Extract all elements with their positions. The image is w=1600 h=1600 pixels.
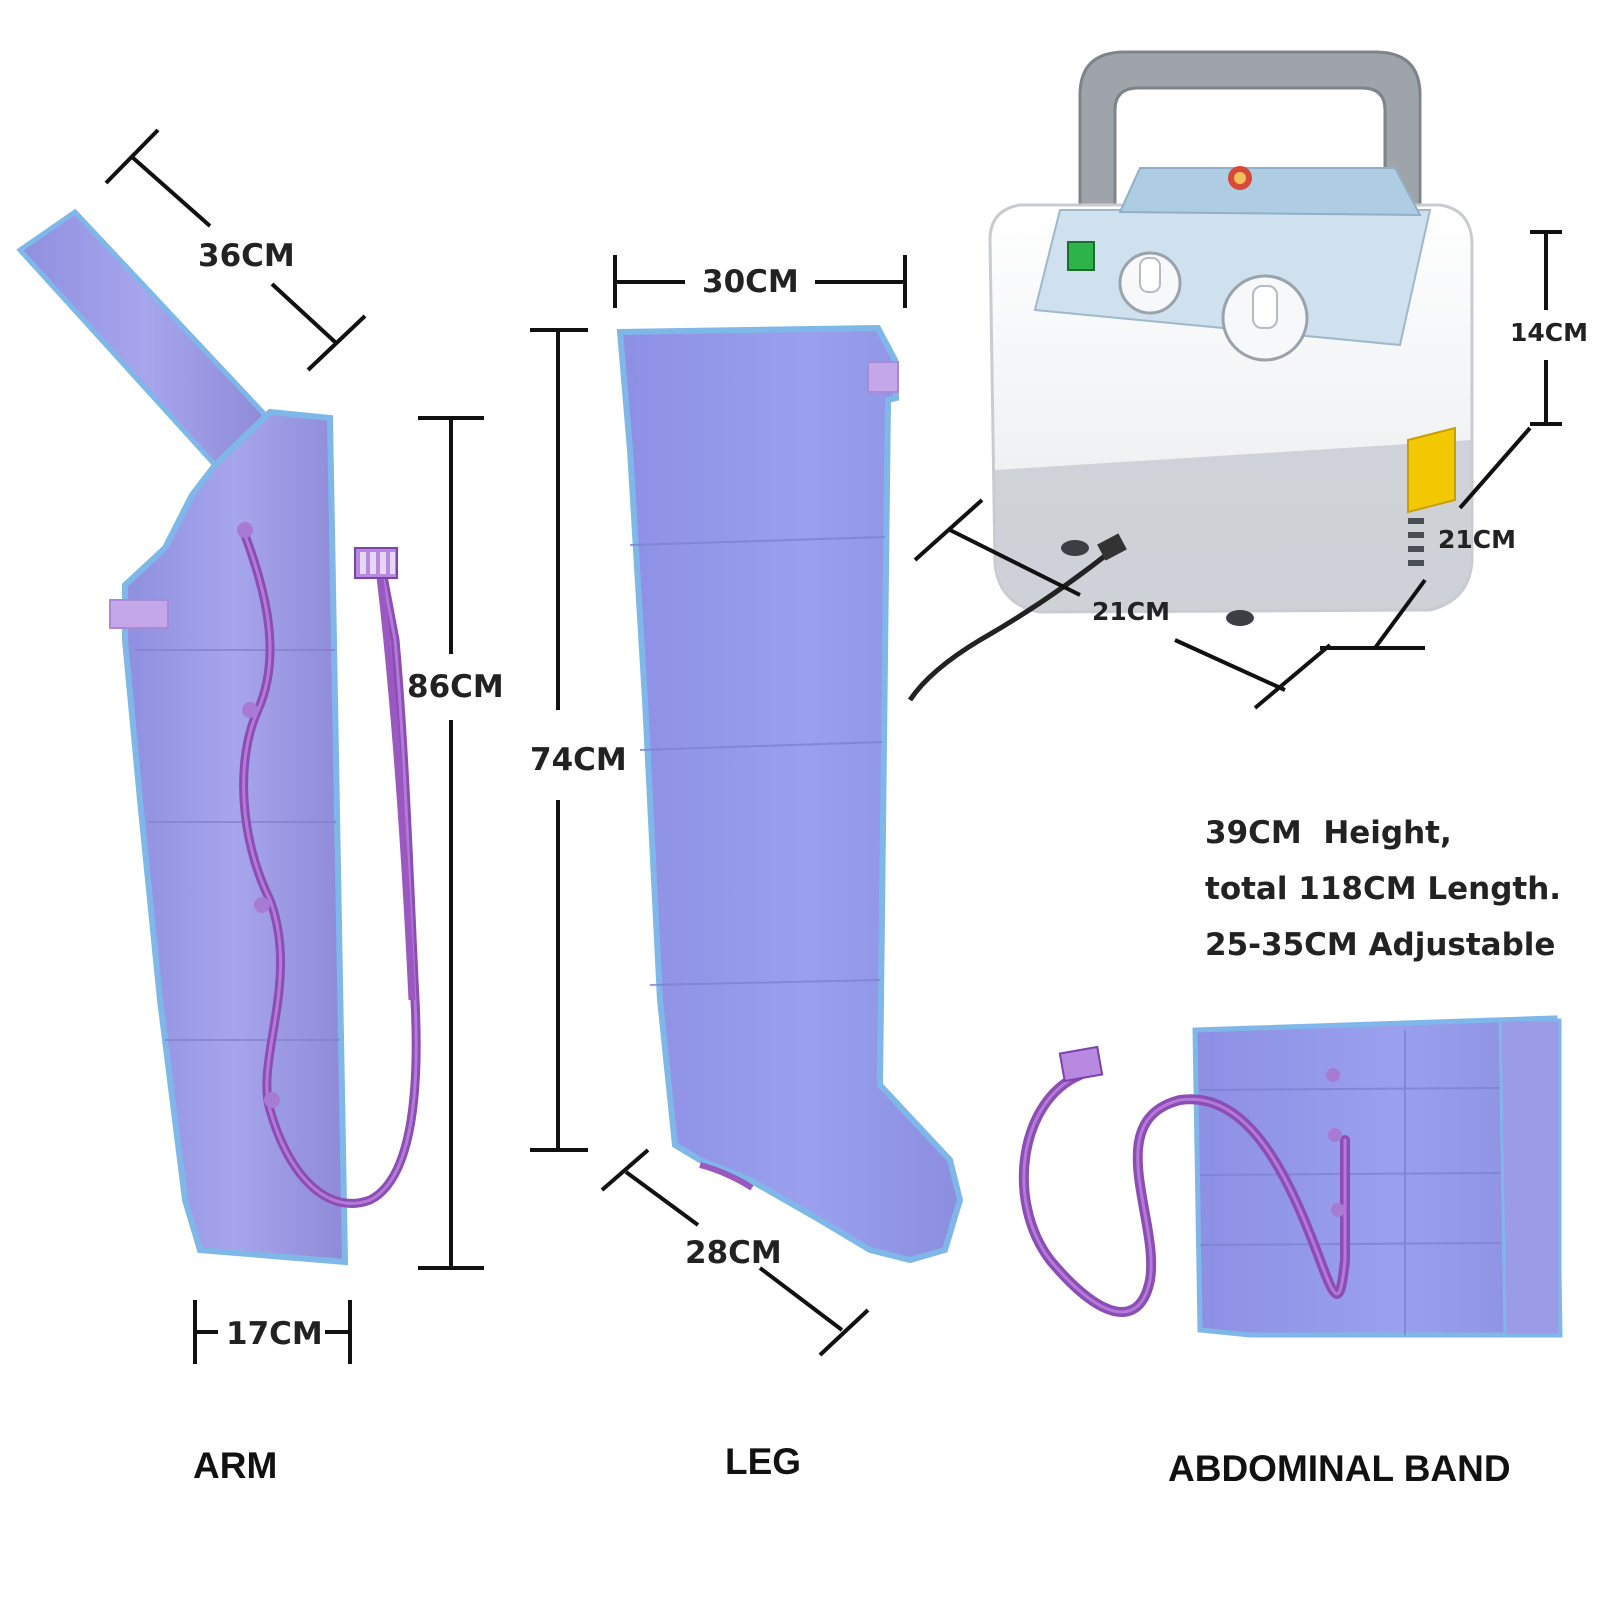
leg-length-label: 74CM: [530, 742, 627, 778]
abdominal-band: [1018, 1015, 1563, 1338]
caption-leg: LEG: [725, 1441, 801, 1482]
leg-top-width-label: 30CM: [702, 264, 799, 300]
arm-strap-width-label: 36CM: [198, 238, 295, 274]
unit-width-label: 21CM: [1438, 525, 1516, 554]
leg-cuff: [616, 324, 964, 1264]
spec-line-length: total 118CM Length.: [1205, 871, 1562, 907]
arm-sleeve: [16, 208, 421, 1266]
arm-width-label: 17CM: [226, 1316, 323, 1352]
caption-arm: ARM: [193, 1445, 277, 1486]
arm-length-label: 86CM: [407, 669, 504, 705]
unit-height-label: 14CM: [1510, 318, 1588, 347]
spec-line-height: 39CM Height,: [1205, 815, 1452, 851]
dimension-lines: [104, 128, 1562, 1364]
control-unit: [907, 50, 1474, 702]
caption-abdominal: ABDOMINAL BAND: [1168, 1448, 1511, 1489]
abdominal-specs: 39CM Height, total 118CM Length. 25-35CM A…: [1205, 805, 1561, 973]
unit-depth-label: 21CM: [1092, 597, 1170, 626]
leg-foot-width-label: 28CM: [685, 1235, 782, 1271]
spec-line-adjustable: 25-35CM Adjustable: [1205, 927, 1556, 963]
